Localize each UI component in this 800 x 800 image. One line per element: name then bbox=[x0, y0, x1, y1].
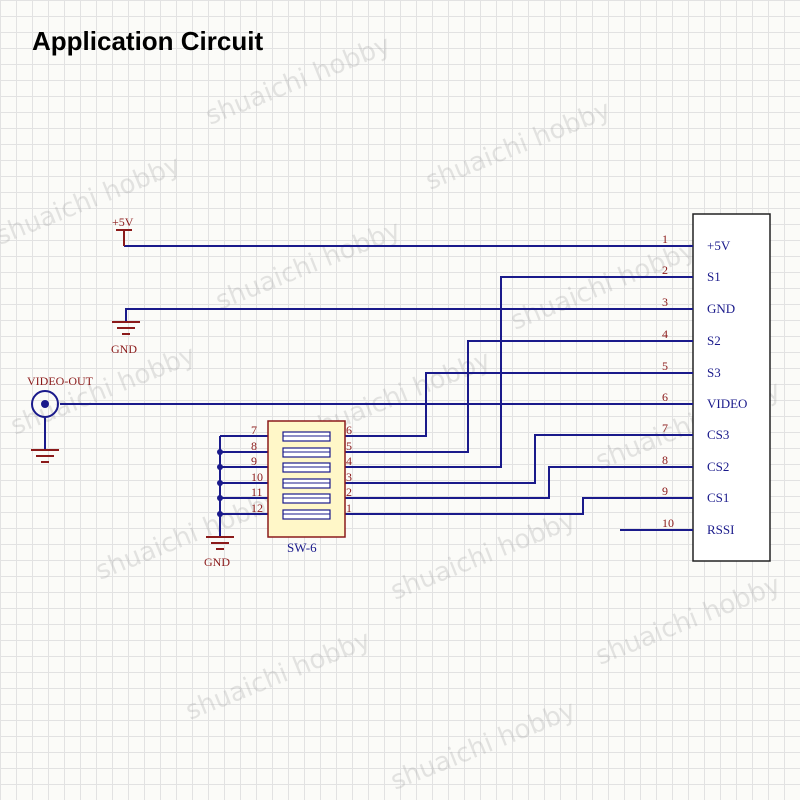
junction-dots bbox=[217, 449, 223, 517]
watermark: shuaichi hobby bbox=[506, 235, 700, 337]
watermark: shuaichi hobby bbox=[0, 150, 185, 252]
watermark: shuaichi hobby bbox=[201, 30, 395, 132]
wires bbox=[44, 245, 693, 537]
wire-cs1 bbox=[345, 497, 693, 515]
wire-cs2 bbox=[345, 466, 693, 499]
connector-pin-number: 5 bbox=[662, 359, 668, 373]
connector-pin-name: S1 bbox=[707, 269, 721, 284]
switch-name: SW-6 bbox=[287, 540, 317, 555]
watermark: shuaichi hobby bbox=[591, 570, 785, 672]
ground-icon bbox=[31, 449, 59, 463]
switch-pin-right: 3 bbox=[346, 470, 352, 484]
connector-pin-name: CS3 bbox=[707, 427, 729, 442]
dip-switch-elements: 7 6 8 5 9 4 10 3 11 2 12 1 bbox=[251, 423, 352, 520]
connector-pin-name: +5V bbox=[707, 238, 731, 253]
switch-pin-left: 9 bbox=[251, 454, 257, 468]
switch-pin-left: 7 bbox=[251, 423, 257, 437]
switch-pin-right: 4 bbox=[346, 454, 352, 468]
video-out-connector-icon bbox=[31, 390, 59, 418]
switch-pin-left: 12 bbox=[251, 501, 263, 515]
switch-pin-left: 8 bbox=[251, 439, 257, 453]
wire-s2 bbox=[345, 340, 693, 453]
switch-pin-right: 6 bbox=[346, 423, 352, 437]
power-5v-icon bbox=[116, 229, 132, 246]
connector-pin-name: S3 bbox=[707, 365, 721, 380]
watermark-layer: shuaichi hobby shuaichi hobby shuaichi h… bbox=[0, 30, 785, 797]
switch-pin-right: 1 bbox=[346, 501, 352, 515]
connector-pin-number: 8 bbox=[662, 453, 668, 467]
connector-pin-number: 9 bbox=[662, 484, 668, 498]
connector-pin-number: 4 bbox=[662, 327, 668, 341]
connector-pin-name: S2 bbox=[707, 333, 721, 348]
connector-pin-number: 2 bbox=[662, 263, 668, 277]
watermark: shuaichi hobby bbox=[386, 695, 580, 797]
connector-pin-number: 10 bbox=[662, 516, 674, 530]
connector-pin-name: CS1 bbox=[707, 490, 729, 505]
connector-pin-number: 3 bbox=[662, 295, 668, 309]
page-title: Application Circuit bbox=[32, 26, 264, 56]
switch-pin-right: 2 bbox=[346, 485, 352, 499]
wire-cs3 bbox=[345, 434, 693, 484]
power-5v-label: +5V bbox=[112, 215, 134, 229]
watermark: shuaichi hobby bbox=[181, 625, 375, 727]
wire-gnd bbox=[125, 308, 693, 322]
watermark: shuaichi hobby bbox=[6, 340, 200, 442]
switch-pin-right: 5 bbox=[346, 439, 352, 453]
connector-pin-name: CS2 bbox=[707, 459, 729, 474]
connector-pin-number: 7 bbox=[662, 421, 668, 435]
connector-pin-number: 6 bbox=[662, 390, 668, 404]
connector-pins: 1 +5V 2 S1 3 GND 4 S2 5 S3 6 VIDEO 7 CS3 8 CS2 9 CS1 10 RSS… bbox=[662, 232, 747, 537]
connector-pin-name: GND bbox=[707, 301, 735, 316]
watermark: shuaichi hobby bbox=[211, 215, 405, 317]
ground-icon bbox=[112, 321, 140, 335]
video-out-label: VIDEO-OUT bbox=[27, 374, 94, 388]
switch-pin-left: 11 bbox=[251, 485, 263, 499]
switch-pin-left: 10 bbox=[251, 470, 263, 484]
watermark: shuaichi hobby bbox=[386, 505, 580, 607]
watermark: shuaichi hobby bbox=[421, 95, 615, 197]
ground-icon bbox=[206, 536, 234, 550]
ground-label-switch: GND bbox=[204, 555, 230, 569]
connector-pin-name: VIDEO bbox=[707, 396, 747, 411]
connector-body bbox=[692, 213, 771, 562]
connector-pin-number: 1 bbox=[662, 232, 668, 246]
connector-pin-name: RSSI bbox=[707, 522, 734, 537]
ground-label-top: GND bbox=[111, 342, 137, 356]
